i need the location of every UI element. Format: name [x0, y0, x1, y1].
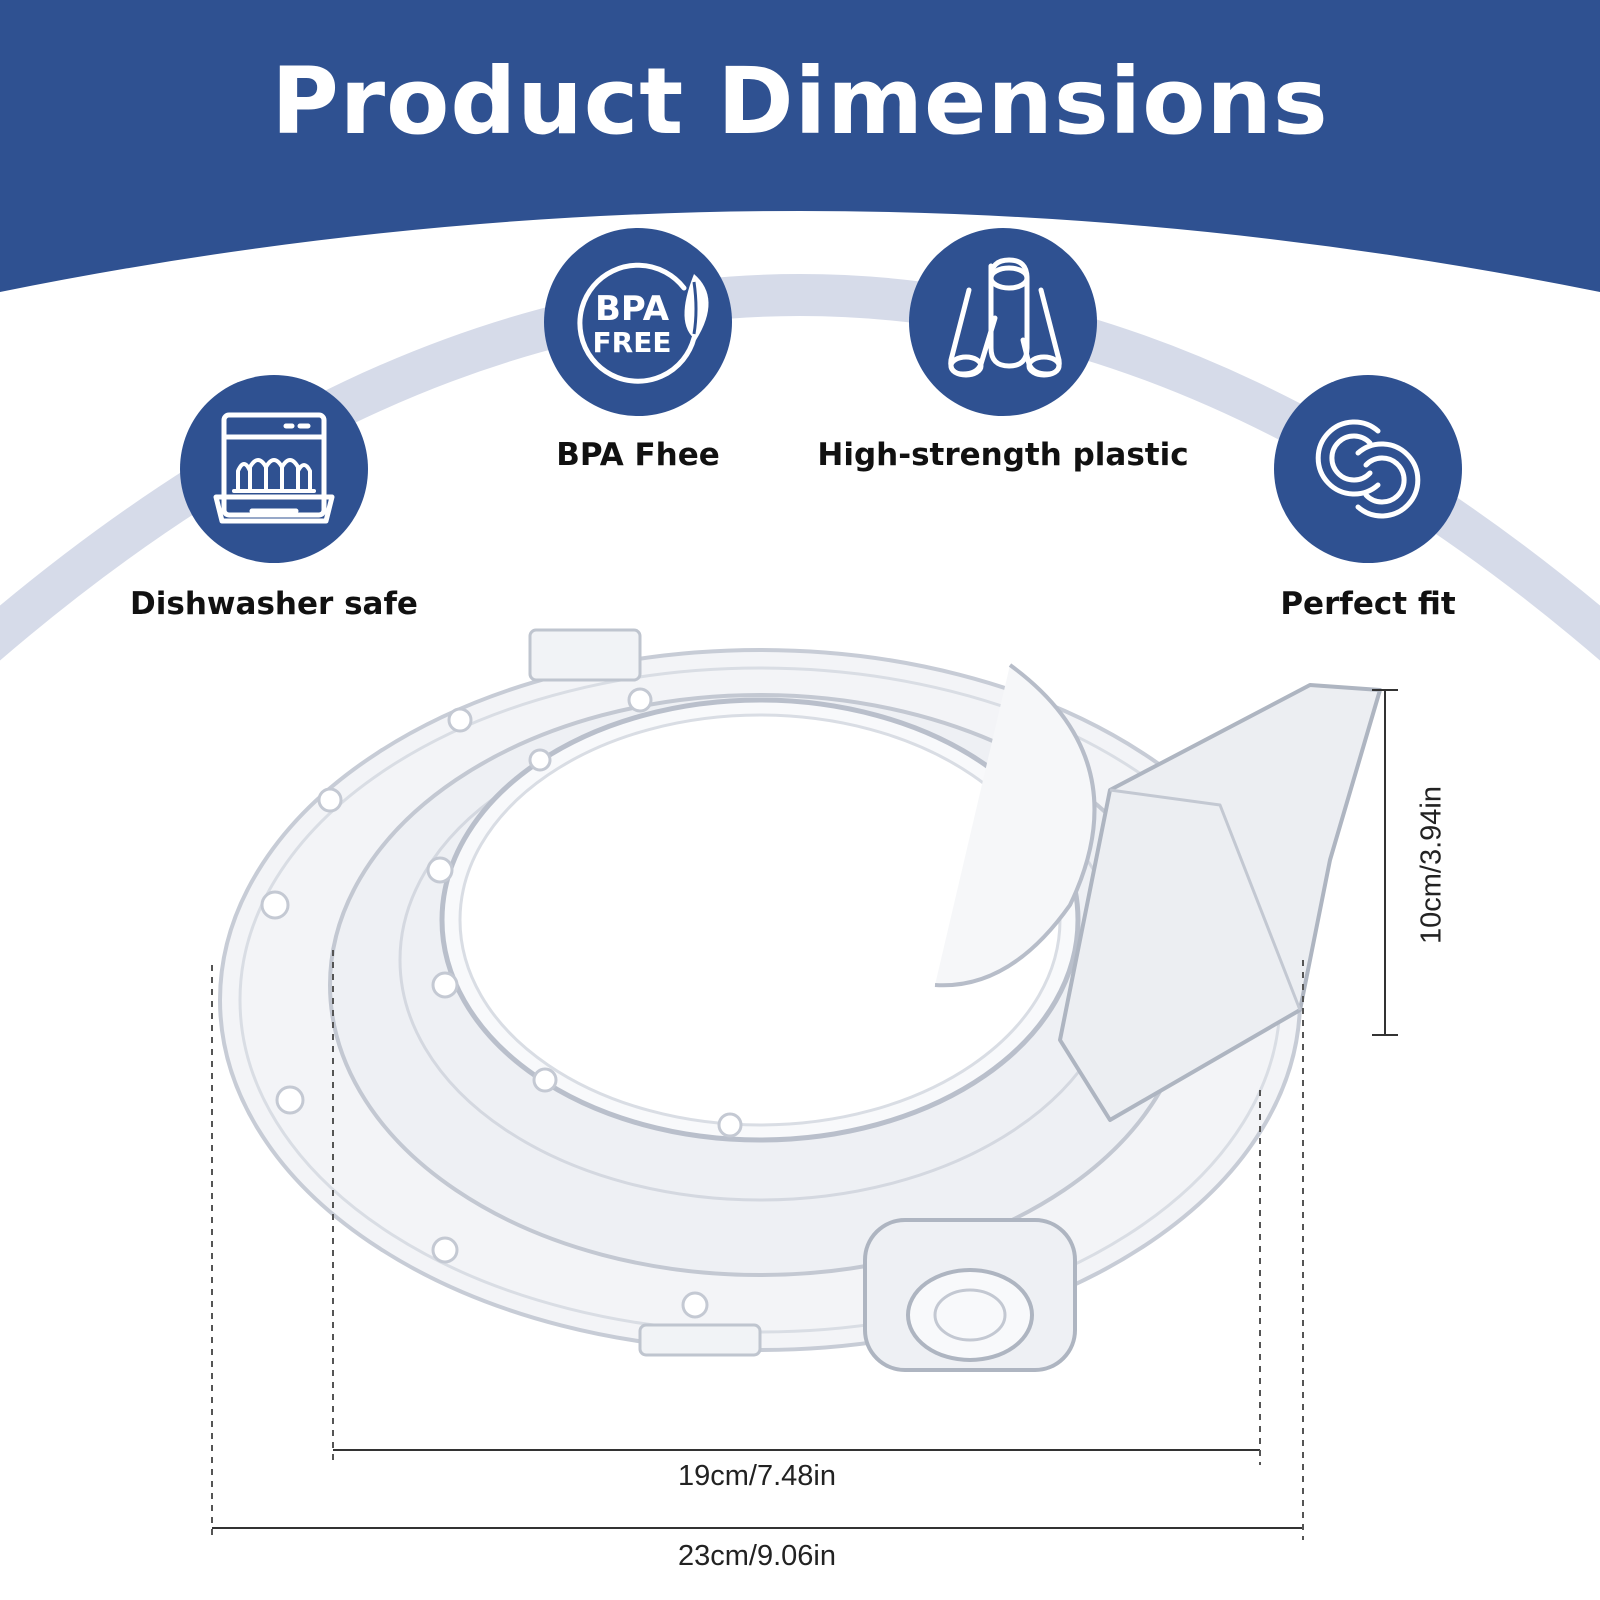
- outer-width-label: 23cm/9.06in: [678, 1540, 836, 1572]
- bowl-shield-product: [218, 628, 1382, 1372]
- header-banner: [0, 0, 1600, 292]
- height-label: 10cm/3.94in: [1415, 786, 1448, 944]
- plastic-badge: [909, 228, 1097, 416]
- inner-width-label: 19cm/7.48in: [678, 1460, 836, 1492]
- page-title: Product Dimensions: [271, 48, 1329, 155]
- bpa-free-icon: BPA FREE: [577, 262, 709, 384]
- plastic-rolls-icon: [948, 257, 1062, 378]
- free-icon-text: FREE: [593, 326, 672, 359]
- perfect-fit-badge: [1274, 375, 1462, 563]
- feature-label-dishwasher: Dishwasher safe: [130, 586, 418, 622]
- dishwasher-icon: [213, 412, 335, 524]
- dishwasher-badge: [180, 375, 368, 563]
- interlocking-rings-icon: [1315, 419, 1421, 519]
- feature-label-perfect-fit: Perfect fit: [1280, 586, 1456, 622]
- feature-label-plastic: High-strength plastic: [817, 437, 1189, 473]
- feature-label-bpa: BPA Fhee: [556, 437, 720, 473]
- bpa-icon-text: BPA: [595, 289, 670, 329]
- bpa-free-badge: BPA FREE: [544, 228, 732, 416]
- dimension-lines: [211, 689, 1398, 1540]
